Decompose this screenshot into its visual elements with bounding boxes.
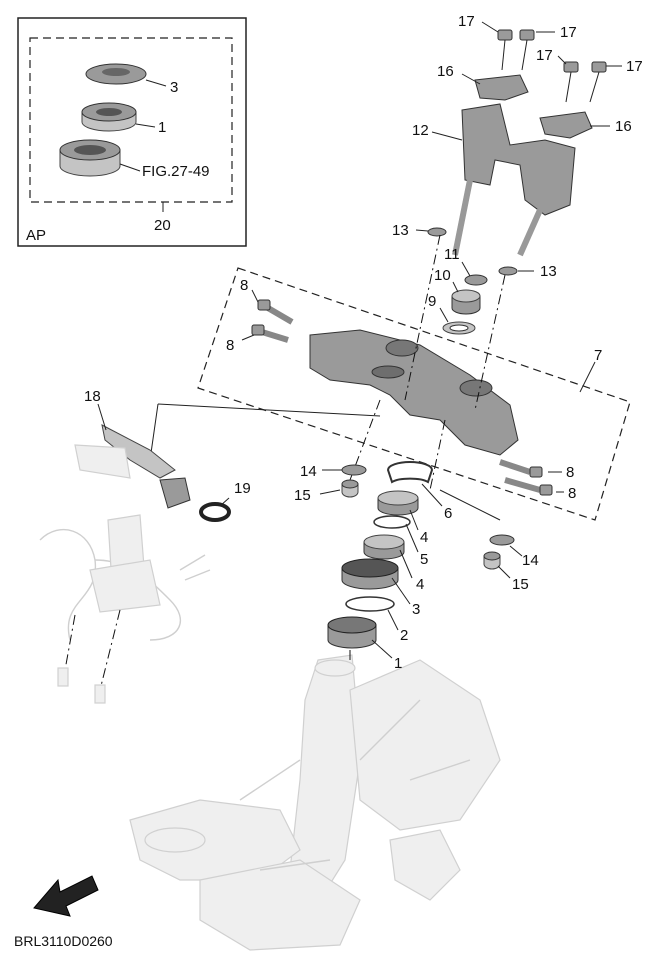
callout-16-a: 16 [437, 63, 454, 80]
callout-leaders [97, 21, 622, 659]
callout-6: 6 [444, 505, 452, 522]
callout-17-a: 17 [458, 13, 475, 30]
callout-11: 11 [444, 246, 460, 263]
callout-12: 12 [412, 122, 429, 139]
callout-numbers: 17 17 17 17 16 16 12 13 13 11 10 9 8 8 8… [84, 13, 643, 672]
stem-parts [327, 461, 515, 649]
callout-17-c: 17 [536, 47, 553, 64]
inset-callout-3: 3 [170, 79, 178, 96]
inset-corner-label: AP [26, 227, 46, 244]
upper-bracket [251, 299, 553, 496]
small-parts-upper [427, 227, 518, 335]
inset-callout-20: 20 [154, 217, 171, 234]
callout-14-a: 14 [300, 463, 317, 480]
callout-19: 19 [234, 480, 251, 497]
inset-ref-fig: FIG.27-49 [142, 163, 210, 180]
handlebar-bolts [497, 29, 607, 103]
bracket-group-box [197, 267, 631, 521]
callout-8-c: 8 [566, 464, 574, 481]
callout-15-a: 15 [294, 487, 311, 504]
callout-18: 18 [84, 388, 101, 405]
callout-2: 2 [400, 627, 408, 644]
harness-ghost [39, 514, 211, 704]
inset-panel: AP 3 1 FIG.27-49 20 [17, 17, 247, 247]
callout-9: 9 [428, 293, 436, 310]
diagram-code: BRL3110D0260 [14, 933, 113, 949]
callout-7: 7 [594, 347, 602, 364]
callout-4-a: 4 [420, 529, 428, 546]
callout-16-b: 16 [615, 118, 632, 135]
assembly-centerlines [149, 234, 506, 660]
inset-callout-1: 1 [158, 119, 166, 136]
frame-ghost [129, 654, 501, 951]
callout-17-d: 17 [626, 58, 643, 75]
callout-8-b: 8 [226, 337, 234, 354]
callout-17-b: 17 [560, 24, 577, 41]
callout-10: 10 [434, 267, 451, 284]
callout-8-a: 8 [240, 277, 248, 294]
front-direction-arrow [33, 875, 99, 917]
handlebar-holders [452, 74, 593, 257]
callout-13-a: 13 [392, 222, 409, 239]
callout-4-b: 4 [416, 576, 424, 593]
callout-8-d: 8 [568, 485, 576, 502]
callout-3: 3 [412, 601, 420, 618]
sensor-bracket [74, 424, 231, 522]
callout-5: 5 [420, 551, 428, 568]
callout-1: 1 [394, 655, 402, 672]
callout-13-b: 13 [540, 263, 557, 280]
callout-14-b: 14 [522, 552, 539, 569]
callout-15-b: 15 [512, 576, 529, 593]
